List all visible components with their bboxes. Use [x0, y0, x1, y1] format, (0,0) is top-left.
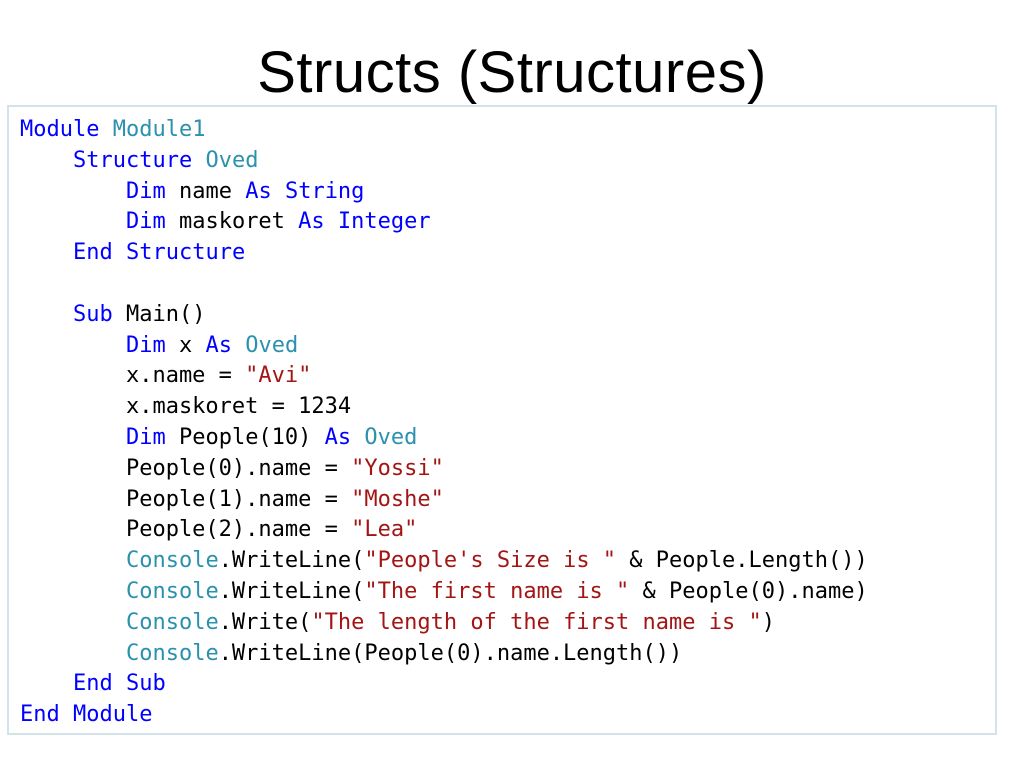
code-text — [20, 671, 73, 696]
code-text: ) — [761, 609, 775, 635]
code-text: .WriteLine(People(0).name.Length()) — [218, 640, 683, 666]
code-line: Dim maskoret As Integer — [20, 207, 868, 238]
code-text — [20, 240, 73, 265]
code-keyword: Dim — [125, 332, 166, 358]
code-keyword: Structure — [72, 147, 193, 173]
code-text — [20, 548, 126, 573]
code-keyword: Integer — [337, 209, 431, 235]
code-text — [20, 641, 126, 666]
code-keyword: End — [72, 671, 113, 697]
code-text: name — [165, 178, 246, 204]
code-line: Structure Oved — [20, 146, 868, 177]
code-text — [20, 148, 73, 173]
code-line: Dim People(10) As Oved — [20, 423, 868, 454]
code-text — [20, 579, 126, 604]
code-text: .Write( — [218, 609, 312, 635]
code-type-name: Oved — [245, 332, 299, 358]
code-text — [20, 333, 126, 358]
code-text — [99, 117, 112, 142]
code-line: Console.WriteLine("People's Size is " & … — [20, 546, 868, 577]
code-keyword: Dim — [125, 424, 166, 450]
code-type-name: Oved — [364, 424, 418, 450]
code-text: People(0).name = — [20, 455, 352, 481]
code-text — [351, 425, 364, 450]
code-line: Dim x As Oved — [20, 331, 868, 362]
code-line: Dim name As String — [20, 177, 868, 208]
code-text — [325, 209, 338, 234]
code-line: People(1).name = "Moshe" — [20, 485, 868, 516]
code-text — [272, 179, 285, 204]
code-text — [192, 148, 205, 173]
code-text — [60, 702, 73, 727]
code-text: & People(0).name) — [629, 578, 868, 604]
code-text: People(10) — [165, 424, 325, 450]
code-type-name: Module1 — [112, 117, 206, 142]
code-line: Console.WriteLine("The first name is " &… — [20, 577, 868, 608]
code-string-literal: "People's Size is " — [364, 548, 617, 574]
code-text — [20, 179, 126, 204]
code-line: End Sub — [20, 669, 868, 700]
code-keyword: End — [72, 240, 113, 266]
code-text — [20, 425, 126, 450]
code-text: People(2).name = — [20, 517, 352, 543]
code-text: & People.Length()) — [616, 548, 868, 574]
code-text: People(1).name = — [20, 486, 352, 512]
code-text — [232, 333, 245, 358]
code-keyword: End — [20, 702, 60, 728]
code-type-name: Console — [125, 578, 219, 604]
code-type-name: Console — [125, 609, 219, 635]
code-string-literal: "The length of the first name is " — [311, 609, 762, 635]
code-keyword: String — [284, 178, 365, 204]
code-string-literal: "Moshe" — [351, 486, 444, 512]
code-string-literal: "Yossi" — [351, 455, 444, 481]
code-keyword: As — [205, 332, 232, 358]
code-keyword: As — [245, 178, 272, 204]
code-text: x — [165, 332, 206, 358]
code-line: People(2).name = "Lea" — [20, 515, 868, 546]
code-keyword: Dim — [125, 178, 166, 204]
code-keyword: Sub — [72, 301, 113, 327]
code-keyword: As — [298, 209, 325, 235]
code-text: maskoret — [165, 209, 299, 235]
code-string-literal: "The first name is " — [364, 578, 630, 604]
code-text — [20, 302, 73, 327]
code-type-name: Console — [125, 640, 219, 666]
code-text: x.maskoret = 1234 — [20, 394, 352, 420]
code-line: End Structure — [20, 238, 868, 269]
code-type-name: Oved — [205, 147, 259, 173]
slide-title: Structs (Structures) — [257, 40, 767, 105]
code-keyword: Module — [20, 117, 100, 142]
code-block: Module Module1 Structure Oved Dim name A… — [7, 105, 997, 735]
code-keyword: Sub — [125, 671, 166, 697]
code-string-literal: "Lea" — [351, 517, 418, 543]
code-line: Console.WriteLine(People(0).name.Length(… — [20, 639, 868, 670]
code-line: Module Module1 — [20, 115, 868, 146]
code-keyword: As — [324, 424, 352, 450]
code-keyword: Dim — [125, 209, 166, 235]
code-type-name: Console — [125, 548, 219, 574]
code-line: People(0).name = "Yossi" — [20, 454, 868, 485]
code-keyword: Structure — [125, 240, 246, 266]
code-keyword: Module — [73, 702, 153, 728]
code-line: x.maskoret = 1234 — [20, 392, 868, 423]
code-text — [20, 209, 126, 234]
code-line — [20, 269, 868, 300]
code-line: Sub Main() — [20, 300, 868, 331]
code-line: x.name = "Avi" — [20, 361, 868, 392]
code-listing: Module Module1 Structure Oved Dim name A… — [20, 115, 868, 731]
code-text: x.name = — [20, 363, 246, 389]
code-string-literal: "Avi" — [245, 363, 312, 389]
code-text — [20, 610, 126, 635]
code-line: Console.Write("The length of the first n… — [20, 608, 868, 639]
code-text — [113, 671, 126, 696]
code-text — [113, 240, 126, 265]
code-text: .WriteLine( — [218, 578, 365, 604]
code-line: End Module — [20, 700, 868, 731]
code-text: .WriteLine( — [218, 548, 365, 574]
code-text: Main() — [112, 301, 206, 327]
